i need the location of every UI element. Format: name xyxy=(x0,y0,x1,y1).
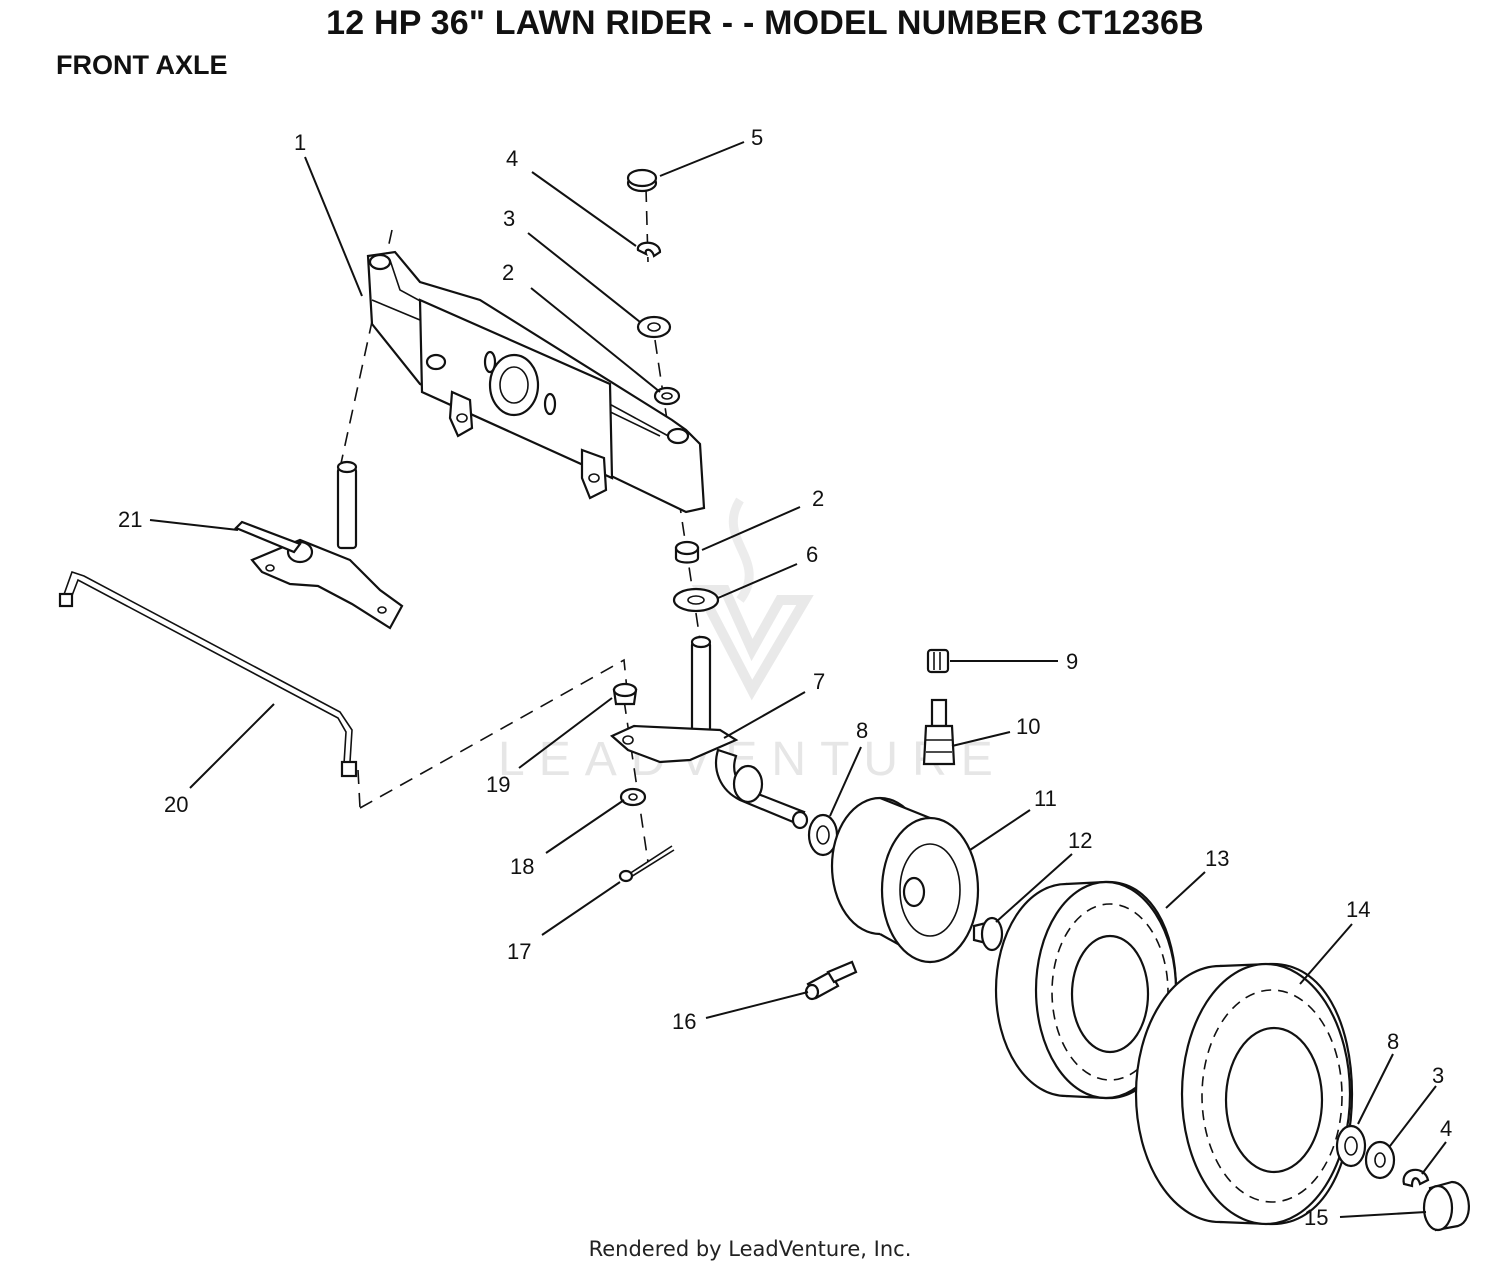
callout-21: 21 xyxy=(118,507,142,532)
callout-2-lower: 2 xyxy=(812,486,824,511)
part-20-drag-link xyxy=(58,570,358,778)
callout-8-inner: 8 xyxy=(856,718,868,743)
callout-7: 7 xyxy=(813,669,825,694)
callout-15: 15 xyxy=(1304,1205,1328,1230)
callout-12: 12 xyxy=(1068,828,1092,853)
callout-16: 16 xyxy=(672,1009,696,1034)
callout-4-outer: 4 xyxy=(1440,1116,1452,1141)
part-1-front-axle xyxy=(366,250,706,514)
part-7-right-spindle xyxy=(609,635,809,830)
leader-lines xyxy=(149,141,1447,1218)
callout-11: 11 xyxy=(1034,786,1057,811)
part-5-cap xyxy=(626,168,658,193)
footer-credit: Rendered by LeadVenture, Inc. xyxy=(588,1237,912,1261)
part-21-left-spindle xyxy=(234,460,404,630)
callout-2-upper: 2 xyxy=(502,260,514,285)
callout-9: 9 xyxy=(1066,649,1078,674)
part-3-washer-outer xyxy=(1364,1140,1396,1180)
part-8-washer-outer xyxy=(1335,1124,1367,1168)
callout-3-outer: 3 xyxy=(1432,1063,1444,1088)
callout-17: 17 xyxy=(507,939,531,964)
callout-13: 13 xyxy=(1205,846,1229,871)
section-title: FRONT AXLE xyxy=(56,50,228,80)
part-15-hub-cap xyxy=(1422,1180,1470,1232)
part-4-retaining-ring-upper xyxy=(636,241,662,258)
page-title: 12 HP 36" LAWN RIDER - - MODEL NUMBER CT… xyxy=(326,4,1204,42)
part-4-retaining-ring-outer xyxy=(1402,1168,1430,1188)
part-3-washer-upper xyxy=(636,315,672,339)
callout-14: 14 xyxy=(1346,897,1370,922)
callout-1: 1 xyxy=(294,130,306,155)
callout-3-upper: 3 xyxy=(503,206,515,231)
part-18-washer xyxy=(619,787,647,807)
part-14-tire-outer xyxy=(1134,962,1354,1226)
callout-8-outer: 8 xyxy=(1387,1029,1399,1054)
callout-6: 6 xyxy=(806,542,818,567)
callout-4-upper: 4 xyxy=(506,146,518,171)
part-17-cotter-pin xyxy=(618,845,675,883)
part-11-wheel-rim xyxy=(830,796,980,964)
callout-labels: 1 2 2 3 3 4 4 5 6 7 8 8 9 10 11 12 13 14… xyxy=(118,125,1452,1230)
part-6-washer xyxy=(672,587,720,613)
part-2-bushing-upper xyxy=(653,386,681,406)
part-8-washer-inner xyxy=(807,813,839,857)
callout-5: 5 xyxy=(751,125,763,150)
part-19-nut xyxy=(612,682,638,706)
callout-10: 10 xyxy=(1016,714,1040,739)
part-9-valve-cap xyxy=(926,648,950,674)
part-16-grease-fitting xyxy=(804,960,858,1001)
part-10-valve-stem xyxy=(922,698,956,766)
callout-18: 18 xyxy=(510,854,534,879)
callout-19: 19 xyxy=(486,772,510,797)
callout-20: 20 xyxy=(164,792,188,817)
part-2-bushing-lower xyxy=(674,540,700,564)
part-12-wheel-bushing xyxy=(972,916,1004,952)
